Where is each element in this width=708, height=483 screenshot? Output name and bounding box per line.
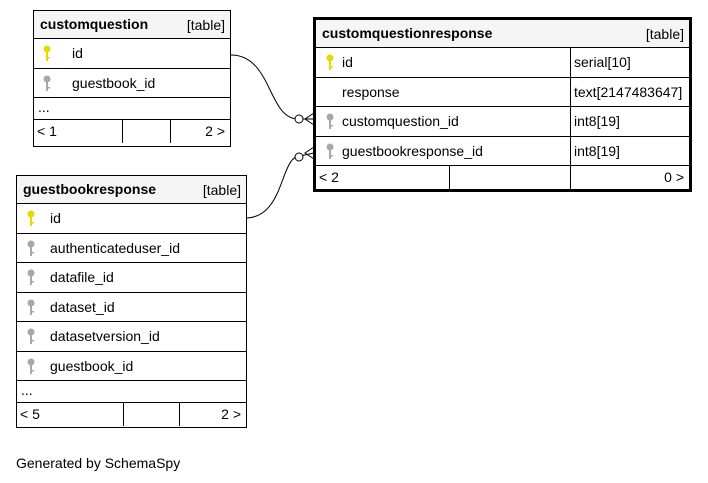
column-type: int8[19] <box>574 142 620 159</box>
foreign-key-icon <box>27 299 35 315</box>
table-type: [table] <box>202 182 241 198</box>
column-divider <box>570 48 571 77</box>
table-header: customquestion [table] <box>34 11 230 39</box>
table-guestbookresponse[interactable]: guestbookresponse [table] id authenticat… <box>16 175 247 428</box>
column-row[interactable]: id <box>17 204 246 234</box>
footer-divider <box>123 403 124 426</box>
column-row[interactable]: guestbook_id <box>17 352 246 381</box>
column-type: serial[10] <box>574 54 631 70</box>
column-name[interactable]: datasetversion_id <box>50 328 160 344</box>
foreign-key-icon <box>27 269 35 285</box>
ellipsis-text: ... <box>21 382 33 398</box>
column-name[interactable]: datafile_id <box>50 269 114 285</box>
table-customquestionresponse[interactable]: customquestionresponse [table] id serial… <box>313 17 692 192</box>
column-row[interactable]: response text[2147483647] <box>316 77 689 107</box>
foreign-key-icon <box>43 75 51 91</box>
column-name[interactable]: guestbookresponse_id <box>342 142 483 159</box>
relation-customquestion-crowfoot <box>304 112 315 126</box>
foreign-key-icon <box>27 358 35 374</box>
generated-by-label: Generated by SchemaSpy <box>16 455 181 471</box>
table-name[interactable]: customquestionresponse <box>322 25 493 41</box>
primary-key-icon <box>27 210 35 226</box>
column-name[interactable]: customquestion_id <box>342 113 459 129</box>
primary-key-icon <box>326 54 334 70</box>
column-name[interactable]: id <box>72 45 83 61</box>
footer-divider <box>449 166 450 189</box>
more-columns-ellipsis: ... <box>34 98 230 120</box>
column-row[interactable]: datafile_id <box>17 263 246 293</box>
table-header: customquestionresponse [table] <box>316 20 689 48</box>
footer-divider <box>170 120 171 143</box>
column-name[interactable]: id <box>50 210 61 226</box>
column-row[interactable]: customquestion_id int8[19] <box>316 107 689 137</box>
parent-count[interactable]: < 2 <box>319 169 339 185</box>
table-footer: < 5 2 > <box>17 403 246 426</box>
column-row[interactable]: id serial[10] <box>316 48 689 78</box>
column-type: text[2147483647] <box>574 83 683 100</box>
foreign-key-icon <box>27 328 35 344</box>
parent-count[interactable]: < 5 <box>20 406 40 422</box>
column-type: int8[19] <box>574 113 620 129</box>
column-name[interactable]: response <box>342 83 400 100</box>
column-name[interactable]: dataset_id <box>50 298 115 315</box>
table-type: [table] <box>186 17 225 33</box>
column-name[interactable]: id <box>342 54 353 70</box>
table-header: guestbookresponse [table] <box>17 176 246 204</box>
child-count[interactable]: 2 > <box>221 406 241 422</box>
relation-guestbookresponse-line <box>246 152 315 219</box>
foreign-key-icon <box>326 113 334 129</box>
table-name[interactable]: customquestion <box>40 16 149 32</box>
more-columns-ellipsis: ... <box>17 381 246 403</box>
foreign-key-icon <box>326 143 334 159</box>
relation-guestbookresponse-optional-marker <box>294 152 304 162</box>
column-row[interactable]: id <box>34 39 230 69</box>
table-name[interactable]: guestbookresponse <box>23 181 157 197</box>
foreign-key-icon <box>27 240 35 256</box>
table-customquestion[interactable]: customquestion [table] id guestbook_id .… <box>33 10 231 147</box>
column-row[interactable]: datasetversion_id <box>17 322 246 352</box>
relation-customquestion-optional-marker <box>294 114 304 124</box>
table-footer: < 1 2 > <box>34 120 230 143</box>
footer-divider <box>122 120 123 143</box>
column-name[interactable]: guestbook_id <box>72 74 156 91</box>
column-divider <box>570 77 571 106</box>
column-divider <box>570 136 571 165</box>
ellipsis-text: ... <box>38 99 50 115</box>
table-type: [table] <box>645 26 684 42</box>
parent-count[interactable]: < 1 <box>37 123 57 139</box>
footer-divider <box>179 403 180 426</box>
child-count[interactable]: 2 > <box>205 123 225 139</box>
column-row[interactable]: dataset_id <box>17 293 246 322</box>
child-count[interactable]: 0 > <box>664 169 684 185</box>
column-row[interactable]: guestbookresponse_id int8[19] <box>316 136 689 166</box>
column-row[interactable]: guestbook_id <box>34 69 230 98</box>
column-name[interactable]: authenticateduser_id <box>50 239 180 256</box>
table-footer: < 2 0 > <box>316 166 689 189</box>
footer-divider <box>570 166 571 189</box>
column-name[interactable]: guestbook_id <box>50 357 134 374</box>
column-row[interactable]: authenticateduser_id <box>17 234 246 263</box>
relation-guestbookresponse-crowfoot <box>304 146 315 160</box>
primary-key-icon <box>43 45 51 61</box>
relation-customquestion-line <box>230 54 314 120</box>
column-divider <box>570 107 571 136</box>
